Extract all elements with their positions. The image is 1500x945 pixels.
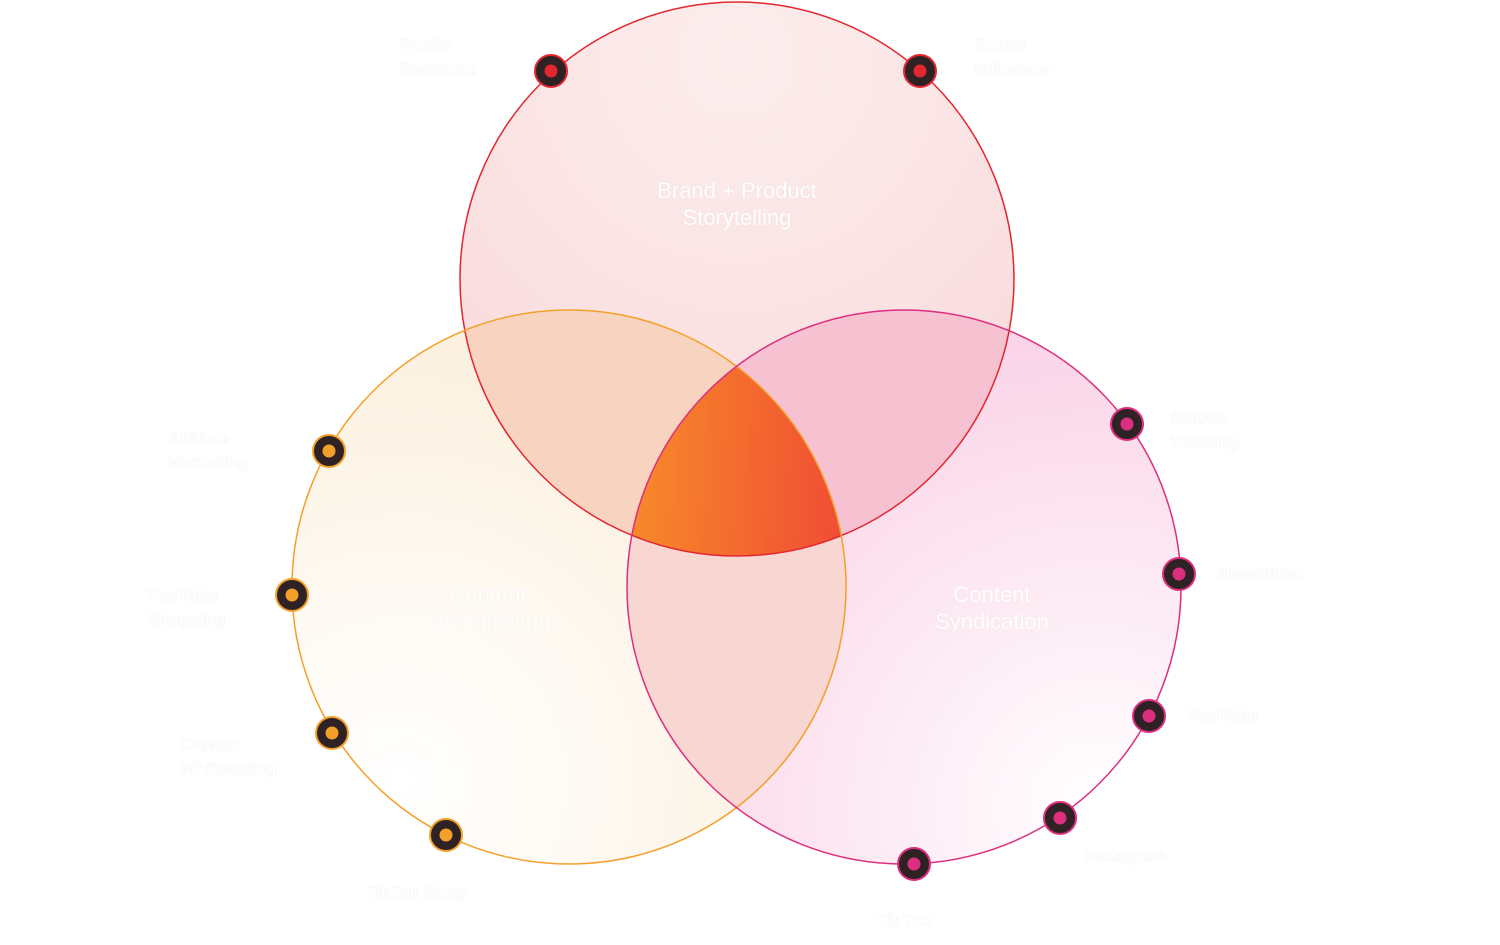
overlap-center: [627, 310, 846, 556]
channel-dot-center-newsletter: [1172, 567, 1186, 581]
channel-label-youtube: YouTube: [1188, 706, 1259, 725]
channel-dot-center-tiktok-shop: [439, 828, 453, 842]
channel-dot-center-search-visibility: [1120, 417, 1134, 431]
channel-dot-center-tiktok: [907, 857, 921, 871]
channel-dots: [275, 54, 1196, 881]
channel-dot-center-instagram: [1053, 811, 1067, 825]
monetization-title: Content Monetization: [425, 582, 551, 634]
channel-dot-center-creator-whitelisting: [325, 726, 339, 740]
channel-dot-center-youtube: [1142, 709, 1156, 723]
channel-label-youtube-shopping: YouTube Shopping: [147, 586, 226, 629]
circle-storytelling-outline: [459, 1, 1015, 557]
channel-label-instagram: Instagram: [1085, 846, 1167, 865]
channel-dot-center-social-influence: [913, 64, 927, 78]
channel-label-affiliate-marketing: Affiliate Marketing: [168, 429, 249, 472]
storytelling-title: Brand + Product Storytelling: [657, 178, 817, 230]
syndication-title: Content Syndication: [935, 582, 1049, 634]
channel-label-newsletter: Newsletter: [1218, 564, 1304, 583]
channel-label-public-relations: Public Relations: [400, 36, 477, 79]
channel-label-search-visibility: Search Visibility: [1170, 409, 1240, 452]
channel-dot-center-affiliate-marketing: [322, 444, 336, 458]
channel-label-social-influence: Social Influence: [975, 36, 1050, 79]
channel-label-creator-whitelisting: Creator Whitelisting: [180, 735, 277, 778]
channel-dot-center-youtube-shopping: [285, 588, 299, 602]
channel-label-tiktok-shop: TikTok Shop: [366, 884, 467, 903]
channel-label-tiktok: TikTok: [878, 911, 932, 930]
channel-dot-center-public-relations: [544, 64, 558, 78]
